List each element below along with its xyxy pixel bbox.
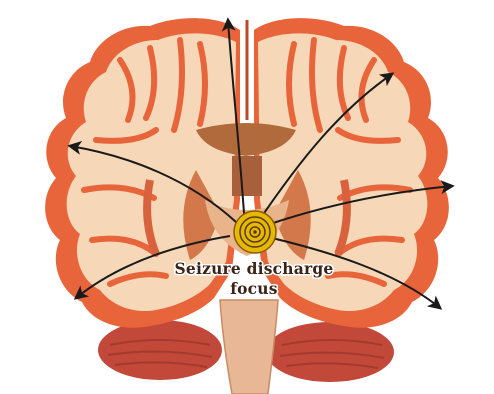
brainstem — [220, 300, 278, 394]
focus-label-line2: focus — [230, 279, 278, 298]
focus-label-line1: Seizure discharge — [175, 259, 334, 278]
left-hemisphere — [45, 18, 240, 328]
concentric-rings-icon — [234, 211, 276, 253]
right-hemisphere — [254, 18, 449, 328]
